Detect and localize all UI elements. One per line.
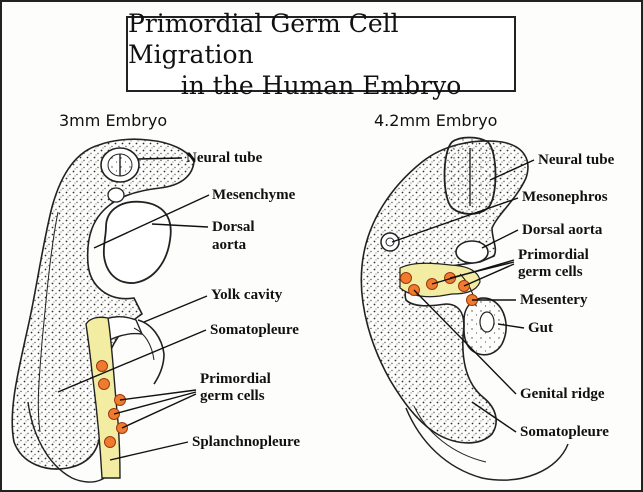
right-label-primordial: Primordial [518,247,589,263]
left-notochord [108,188,124,202]
left-label-yolk-cavity: Yolk cavity [211,287,282,303]
right-label-gut: Gut [528,320,553,336]
right-label-mesonephros: Mesonephros [522,189,608,205]
right-label-neural-tube: Neural tube [538,152,614,168]
left-label-mesenchyme: Mesenchyme [212,187,295,203]
right-dorsal-aorta [456,241,488,263]
right-label-dorsal-aorta: Dorsal aorta [522,222,602,238]
left-label-primordial: Primordial [200,371,271,387]
left-label-somatopleure: Somatopleure [210,322,299,338]
left-label-splanchnopleure: Splanchnopleure [192,434,300,450]
left-label-aorta: aorta [212,237,246,253]
right-label-mesentery: Mesentery [520,292,587,308]
left-label-germ-cells: germ cells [200,388,265,404]
left-dorsal-aorta [104,202,171,283]
left-embryo [12,139,194,482]
left-somatopleure [138,320,164,384]
left-label-neural-tube: Neural tube [186,150,262,166]
left-label-dorsal: Dorsal [212,219,255,235]
right-label-genital-ridge: Genital ridge [520,386,605,402]
right-label-somatopleure: Somatopleure [520,424,609,440]
right-label-germ-cells: germ cells [518,264,583,280]
